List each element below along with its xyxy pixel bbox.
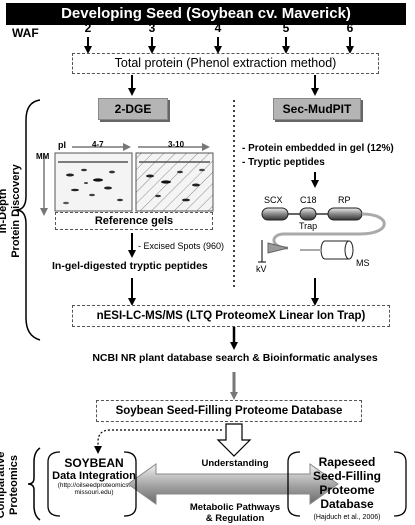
week-4: 4	[214, 21, 222, 35]
2dge-box: 2-DGE	[98, 98, 168, 120]
double-arrow	[127, 463, 339, 505]
week-5: 5	[282, 21, 290, 35]
title-text: Developing Seed (Soybean cv. Maverick)	[61, 5, 351, 22]
database-text: Soybean Seed-Filling Proteome Database	[115, 405, 343, 417]
mm-label: MM	[36, 152, 50, 161]
soybean-subtitle: Data Integration	[52, 470, 136, 482]
week-3: 3	[148, 21, 156, 35]
discovery-line-1: In-Depth	[0, 188, 9, 234]
soybean-url-1: (http://oilseedproteomics.	[57, 482, 131, 489]
2dge-title: 2-DGE	[114, 102, 152, 116]
excised-spots: - Excised Spots (960)	[138, 241, 225, 251]
reference-gels-text: Reference gels	[94, 215, 174, 227]
ms-label: MS	[356, 258, 370, 268]
rapeseed-line-3: Proteome Database	[319, 483, 375, 511]
kv-label: kV	[256, 264, 267, 274]
rp-label: RP	[338, 195, 351, 205]
trap-label: Trap	[299, 221, 318, 231]
comparative-line-2: Proteomics	[8, 455, 20, 515]
week-arrows	[84, 37, 354, 54]
nesi-text: nESI-LC-MS/MS (LTQ ProteomeX Linear Ion …	[96, 310, 366, 322]
discovery-label: In-Depth Protein Discovery	[0, 141, 23, 281]
rapeseed-ref: (Hajduch et al., 2006)	[313, 514, 381, 521]
gel-image-right	[135, 152, 214, 212]
week-6: 6	[346, 21, 354, 35]
total-protein-box: Total protein (Phenol extraction method)	[72, 53, 379, 74]
rapeseed-line-1: Rapeseed	[318, 455, 376, 469]
gel-image-left	[54, 152, 133, 212]
rapeseed-line-2: Seed-Filling	[312, 469, 381, 483]
protein-embedded: - Protein embedded in gel (12%)	[242, 143, 394, 154]
soybean-integration: SOYBEAN Data Integration (http://oilseed…	[52, 456, 136, 496]
mudpit-box: Sec-MudPIT	[273, 98, 361, 120]
range-3-10: 3-10	[168, 140, 185, 149]
tryptic-peptides: - Tryptic peptides	[242, 157, 325, 168]
comparative-bracket	[27, 447, 41, 521]
scx-label: SCX	[264, 195, 283, 205]
ncbi-text: NCBI NR plant database search & Bioinfor…	[92, 352, 378, 364]
mudpit-title: Sec-MudPIT	[282, 102, 352, 116]
soybean-url-2: missouri.edu)	[74, 489, 114, 496]
comparative-label: Comparative Proteomics	[0, 445, 21, 525]
lc-column-schematic	[258, 207, 386, 263]
digested-peptides: In-gel-digested tryptic peptides	[52, 260, 208, 272]
soybean-title: SOYBEAN	[64, 456, 124, 470]
reference-gels-box: Reference gels	[55, 212, 213, 230]
pi-label: pI	[58, 140, 66, 150]
week-2: 2	[84, 21, 92, 35]
nesi-box: nESI-LC-MS/MS (LTQ ProteomeX Linear Ion …	[72, 305, 390, 327]
understanding-text: Understanding	[201, 458, 269, 469]
c18-label: C18	[300, 195, 317, 205]
total-protein-text: Total protein (Phenol extraction method)	[114, 56, 337, 70]
comparative-line-1: Comparative	[0, 451, 7, 519]
discovery-bracket	[15, 99, 41, 341]
rapeseed-database: Rapeseed Seed-Filling Proteome Database …	[292, 455, 402, 525]
discovery-line-2: Protein Discovery	[10, 164, 22, 258]
database-box: Soybean Seed-Filling Proteome Database	[96, 400, 362, 422]
hollow-arrow	[216, 423, 252, 457]
metabolic-line-2: & Regulation	[205, 513, 265, 524]
metabolic-line-1: Metabolic Pathways	[189, 502, 281, 513]
diagram-title: Developing Seed (Soybean cv. Maverick)	[6, 3, 406, 25]
waf-label: WAF	[12, 26, 39, 40]
metabolic-text: Metabolic Pathways & Regulation	[170, 502, 300, 524]
range-4-7: 4-7	[92, 140, 104, 149]
